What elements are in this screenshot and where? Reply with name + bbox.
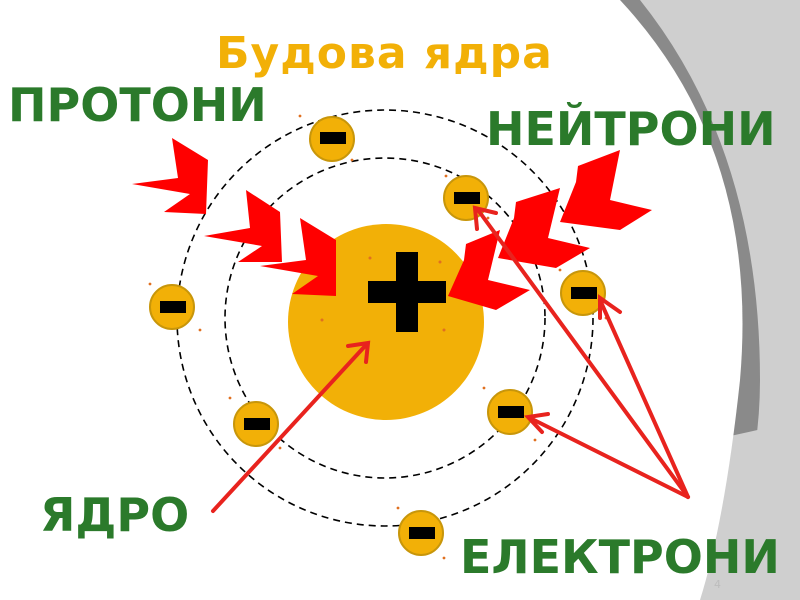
minus-sign-icon [454, 192, 480, 204]
electron-pointer [476, 208, 690, 499]
minus-sign-icon [244, 418, 270, 430]
electron [560, 270, 606, 316]
nucleus-label: ЯДРО [40, 488, 190, 542]
chevron-arrow-icon [448, 230, 530, 310]
plus-sign-icon [368, 252, 446, 332]
minus-sign-icon [320, 132, 346, 144]
electron [309, 116, 355, 162]
minus-sign-icon [498, 406, 524, 418]
chevron-arrow-icon [132, 138, 208, 214]
electrons-label: ЕЛЕКТРОНИ [460, 530, 780, 584]
chevron-arrow-icon [204, 190, 282, 262]
proton-arrows [132, 138, 336, 296]
electron-pointer [528, 416, 690, 499]
pointer-lines [211, 205, 690, 513]
minus-sign-icon [160, 301, 186, 313]
neutrons-label: НЕЙТРОНИ [486, 102, 776, 156]
chevron-arrow-icon [560, 150, 652, 230]
electron [233, 401, 279, 447]
minus-sign-icon [409, 527, 435, 539]
page-number: 4 [714, 578, 721, 591]
protons-label: ПРОТОНИ [8, 78, 267, 132]
chevron-arrow-icon [260, 218, 336, 296]
nucleus-dots [320, 256, 446, 332]
electron [398, 510, 444, 556]
minus-sign-icon [571, 287, 597, 299]
arrowhead-icon [346, 340, 371, 364]
white-slide-bottom-curve [0, 420, 720, 600]
slide-title: Будова ядра [216, 28, 553, 79]
arrowhead-icon [523, 412, 550, 434]
chevron-arrow-icon [498, 188, 590, 268]
nucleus [288, 224, 484, 420]
neutron-arrows [448, 150, 652, 310]
arrowhead-icon [598, 294, 622, 320]
electron [149, 284, 195, 330]
electron [487, 389, 533, 435]
arrowhead-icon [472, 205, 498, 231]
nucleus-pointer [211, 343, 368, 513]
electron-pointer [598, 298, 690, 499]
inner-orbit [224, 157, 546, 479]
